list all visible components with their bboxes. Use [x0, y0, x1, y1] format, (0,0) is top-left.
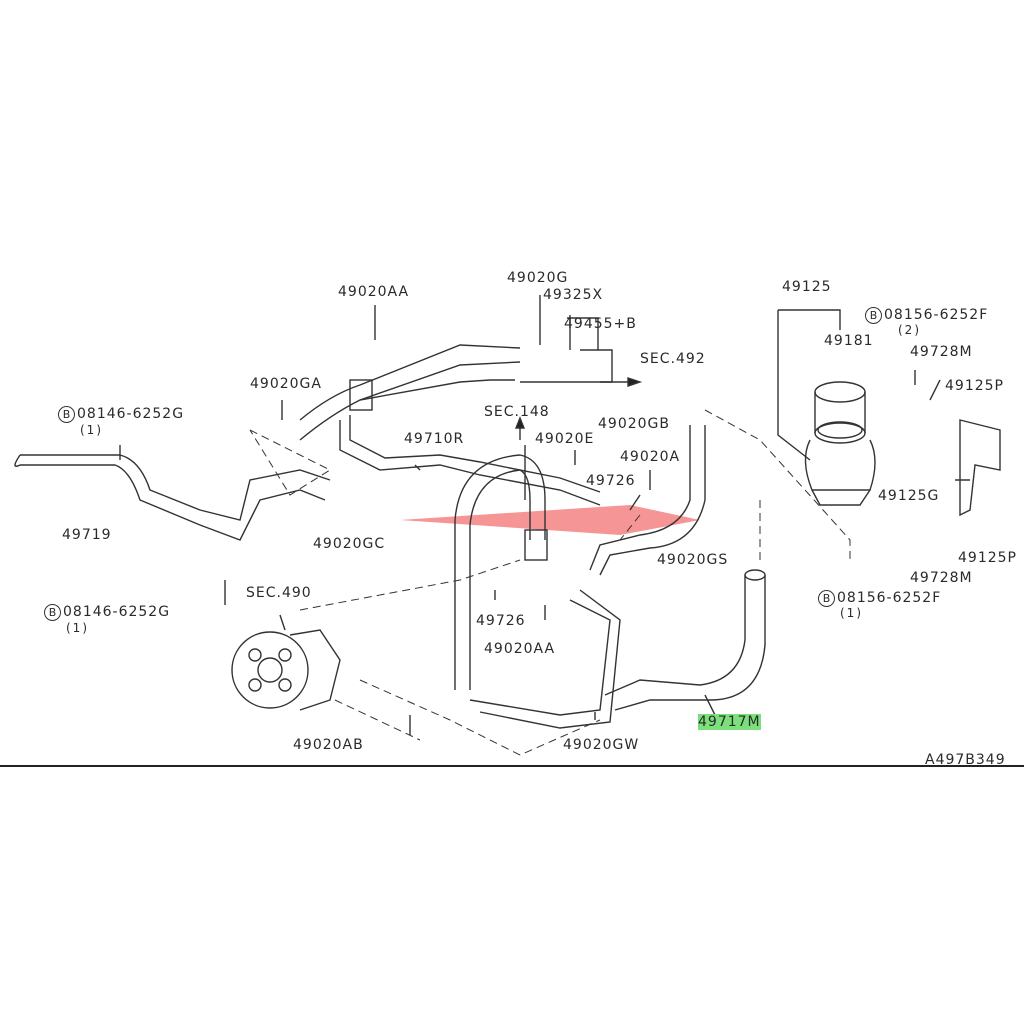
label-49125G: 49125G	[878, 488, 940, 504]
label-49020E: 49020E	[535, 431, 595, 447]
label-49181: 49181	[824, 333, 874, 349]
b-marker: B	[44, 604, 61, 621]
b-marker: B	[58, 406, 75, 423]
label-49710R: 49710R	[404, 431, 465, 447]
label-49020GW: 49020GW	[563, 737, 640, 753]
label-49020GA: 49020GA	[250, 376, 322, 392]
label-49125P-bottom: 49125P	[958, 550, 1017, 566]
qty-bolt-08156-bottom: (1)	[840, 606, 863, 620]
label-49020GB: 49020GB	[598, 416, 670, 432]
label-49125P-top: 49125P	[945, 378, 1004, 394]
label-text: 08156-6252F	[884, 307, 989, 323]
label-49728M-top: 49728M	[910, 344, 973, 360]
label-49020GS: 49020GS	[657, 552, 729, 568]
label-sec492[interactable]: SEC.492	[640, 351, 706, 367]
label-sec148[interactable]: SEC.148	[484, 404, 550, 420]
label-49020AB: 49020AB	[293, 737, 364, 753]
label-49020A: 49020A	[620, 449, 681, 465]
label-49719: 49719	[62, 527, 112, 543]
label-49726-bottom: 49726	[476, 613, 526, 629]
b-marker: B	[818, 590, 835, 607]
label-49125: 49125	[782, 279, 832, 295]
label-49020G: 49020G	[507, 270, 569, 286]
diagram-id: A497B349	[925, 752, 1006, 768]
qty-bolt-08146-bottom: (1)	[66, 621, 89, 635]
label-text: 08146-6252G	[77, 406, 185, 422]
label-49020AA: 49020AA	[338, 284, 410, 300]
label-49455B: 49455+B	[564, 316, 637, 332]
label-text: 08156-6252F	[837, 590, 942, 606]
qty-bolt-08146-top: (1)	[80, 423, 103, 437]
label-text: 08146-6252G	[63, 604, 171, 620]
qty-bolt-08156-top: (2)	[898, 323, 921, 337]
b-marker: B	[865, 307, 882, 324]
label-49728M-bottom: 49728M	[910, 570, 973, 586]
label-49717M-highlighted[interactable]: 49717M	[698, 714, 761, 730]
label-49325X: 49325X	[543, 287, 604, 303]
watermark-swoosh	[400, 505, 700, 535]
label-sec490[interactable]: SEC.490	[246, 585, 312, 601]
label-49726-top: 49726	[586, 473, 636, 489]
label-49020GC: 49020GC	[313, 536, 386, 552]
label-49020AA-bottom: 49020AA	[484, 641, 556, 657]
